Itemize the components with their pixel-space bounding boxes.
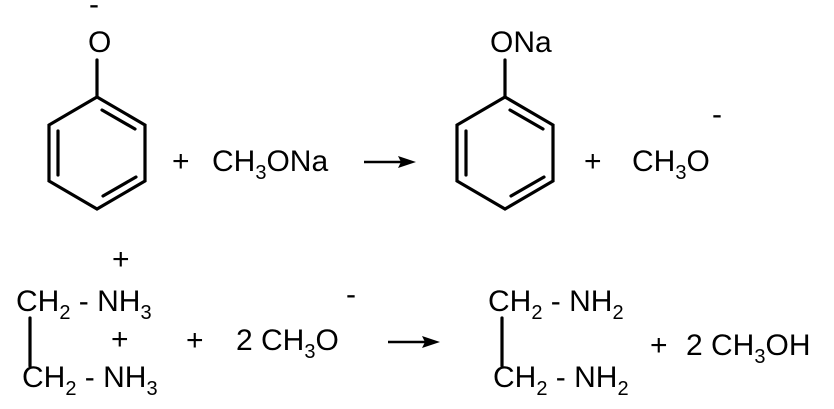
reaction-arrow-2 [388, 336, 440, 348]
ring-double-bond [100, 108, 137, 131]
ethylenediamine-row-2: CH2 - NH2 [493, 361, 629, 400]
ethylenediamine-row-1: CH2 - NH2 [488, 285, 624, 324]
plus-sign: + [584, 145, 602, 178]
equation-2: + CH2 - NH3 + CH2 - NH3 + 2 CH3O - CH2 -… [16, 243, 810, 400]
reaction-arrow-1 [364, 156, 416, 168]
plus-sign: + [186, 324, 204, 357]
sodium-phenoxide-structure: ONa [455, 26, 555, 211]
ethylenediamine-structure: CH2 - NH2 CH2 - NH2 [488, 285, 629, 400]
ring-double-bond [101, 175, 138, 198]
ethylenediammonium-row-2: CH2 - NH3 [22, 361, 158, 400]
equation-1: O - + CH3ONa ONa + CH3O - [47, 0, 722, 211]
phenoxide-charge: - [89, 0, 99, 21]
benzene-ring [47, 95, 147, 211]
ethylenediammonium-structure: + CH2 - NH3 + CH2 - NH3 [16, 243, 158, 400]
methoxide-charge: - [712, 98, 722, 131]
phenoxide-structure: O - [47, 0, 147, 211]
arrow-head [398, 156, 416, 168]
plus-sign: + [650, 329, 668, 362]
ring-double-bond [509, 175, 546, 198]
ring-double-bond [508, 108, 545, 131]
phenoxide-ona-label: ONa [490, 26, 552, 59]
methoxide-charge: - [346, 278, 356, 311]
plus-sign: + [172, 145, 190, 178]
ethylenediammonium-row-1: CH2 - NH3 [16, 285, 152, 324]
methoxide-ion-x2: 2 CH3O [236, 324, 339, 363]
arrow-head [422, 336, 440, 348]
sodium-methoxide: CH3ONa [212, 145, 328, 184]
phenoxide-oxygen: O [88, 26, 111, 59]
methoxide-ion: CH3O [632, 145, 710, 184]
ammonium-charge-mid: + [111, 323, 129, 356]
methanol-x2: 2 CH3OH [686, 329, 810, 368]
benzene-ring [455, 95, 555, 211]
ammonium-charge-top: + [112, 243, 130, 276]
